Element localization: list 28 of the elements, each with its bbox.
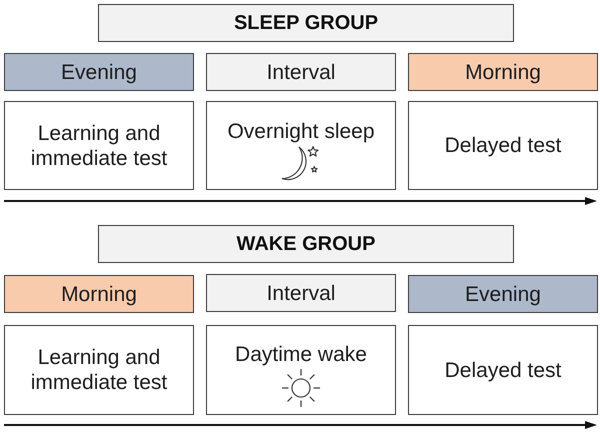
phase-text: Delayed test — [444, 358, 562, 382]
group-title: SLEEP GROUP — [234, 11, 378, 35]
phase-text: Learning and immediate test — [30, 120, 168, 170]
group-header-box — [98, 4, 514, 42]
time-of-day-box — [4, 53, 194, 91]
group-title: WAKE GROUP — [236, 232, 376, 256]
time-label: Evening — [465, 282, 541, 306]
phase-text: Daytime wake — [235, 342, 367, 367]
interval-box — [206, 274, 396, 312]
time-of-day-box — [4, 275, 194, 313]
time-label: Interval — [266, 60, 336, 84]
phase-box — [4, 101, 194, 190]
interval-box — [206, 53, 396, 91]
time-label: Morning — [465, 60, 541, 84]
time-of-day-box — [408, 53, 598, 91]
phase-box — [408, 325, 598, 415]
phase-box — [4, 325, 194, 415]
phase-box — [206, 325, 396, 415]
group-header-box — [98, 225, 514, 263]
time-label: Morning — [61, 282, 137, 306]
phase-box — [408, 101, 598, 190]
phase-text: Overnight sleep — [227, 119, 375, 144]
phase-box — [206, 101, 396, 190]
time-of-day-box — [408, 275, 598, 313]
phase-text: Delayed test — [444, 133, 562, 158]
time-label: Interval — [266, 280, 336, 306]
time-label: Evening — [61, 60, 137, 84]
phase-text: Learning and immediate test — [30, 345, 168, 395]
